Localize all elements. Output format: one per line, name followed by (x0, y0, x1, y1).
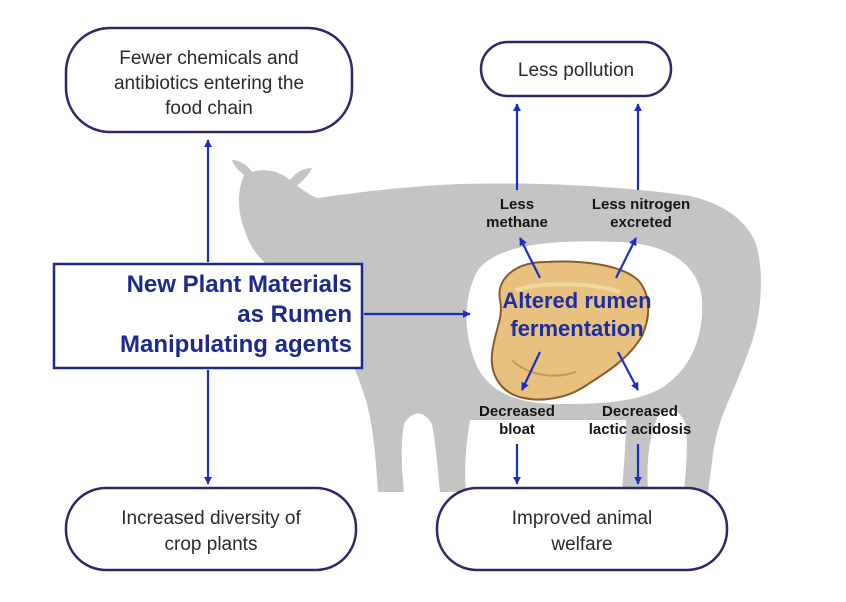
less-methane-line2: methane (486, 214, 548, 231)
less-pollution-label: Less pollution (518, 60, 634, 81)
main-line2: as Rumen (237, 301, 352, 328)
less-nitrogen-line2: excreted (610, 214, 672, 231)
increased-diversity-line2: crop plants (165, 534, 258, 555)
less-methane-line1: Less (500, 196, 534, 213)
increased-diversity-line1: Increased diversity of (121, 508, 301, 529)
fewer-chemicals-line3: food chain (165, 98, 253, 119)
arrow-rumen-to-methane (519, 237, 541, 279)
main-line1: New Plant Materials (127, 271, 352, 298)
less-nitrogen-line1: Less nitrogen (592, 196, 690, 213)
decreased-acidosis-line2: lactic acidosis (589, 421, 692, 438)
improved-welfare-line1: Improved animal (512, 508, 652, 529)
box-increased-diversity (64, 486, 358, 572)
decreased-acidosis-line1: Decreased (602, 403, 678, 420)
box-less-pollution (479, 40, 673, 98)
box-fewer-chemicals (64, 26, 354, 134)
fewer-chemicals-line1: Fewer chemicals and (119, 48, 299, 69)
rumen-organ-icon (490, 260, 650, 401)
rumen-line2: fermentation (510, 316, 643, 341)
box-improved-welfare (435, 486, 729, 572)
decreased-bloat-line2: bloat (499, 421, 535, 438)
box-new-plant-materials (52, 262, 364, 370)
arrow-rumen-to-bloat (521, 351, 541, 391)
arrow-rumen-to-nitrogen (615, 237, 637, 279)
decreased-bloat-line1: Decreased (479, 403, 555, 420)
main-line3: Manipulating agents (120, 331, 352, 358)
arrow-rumen-to-acidosis (617, 351, 639, 391)
rumen-line1: Altered rumen (502, 288, 651, 313)
improved-welfare-line2: welfare (550, 534, 612, 555)
fewer-chemicals-line2: antibiotics entering the (114, 73, 304, 94)
